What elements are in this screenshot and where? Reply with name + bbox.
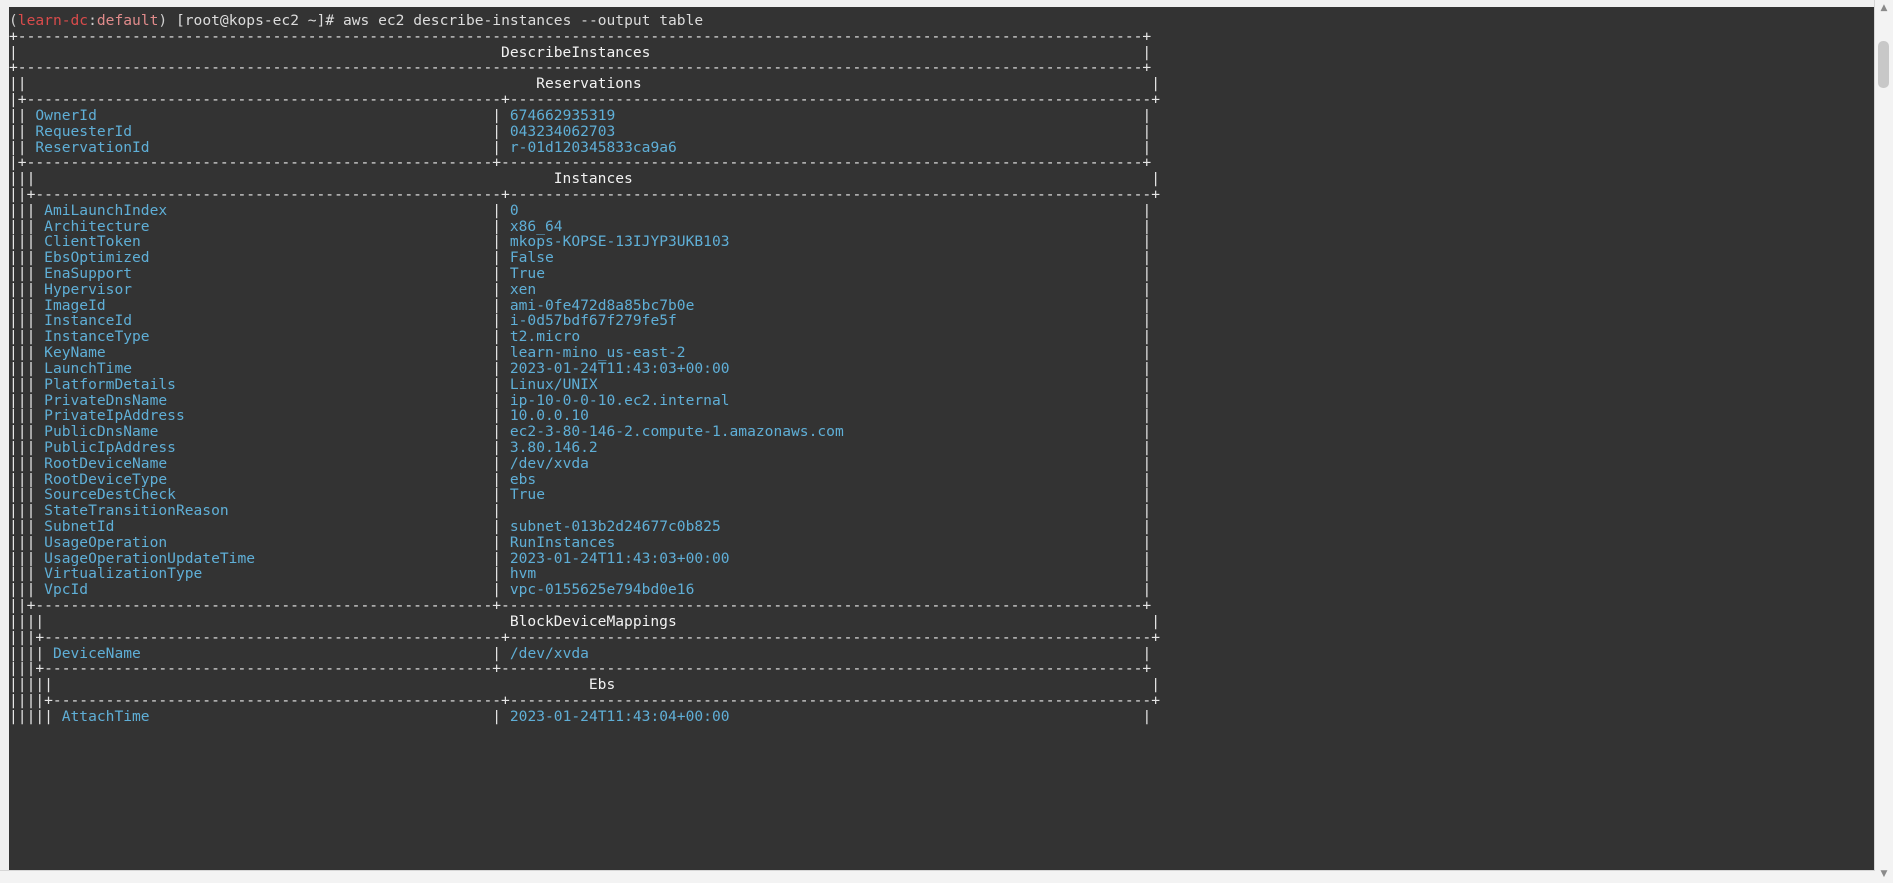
table-row: ||| ClientToken | mkops-KOPSE-13IJYP3UKB… <box>9 233 1152 251</box>
table-row: ||| ImageId | ami-0fe472d8a85bc7b0e | <box>9 296 1152 314</box>
section-divider: |||+------------------------------------… <box>9 660 1152 678</box>
table-row: ||| Hypervisor | xen | <box>9 280 1152 298</box>
section-divider: +---------------------------------------… <box>9 59 1152 77</box>
section-header-divider: ||||+-----------------------------------… <box>9 691 1160 709</box>
table-row: ||||| AttachTime | 2023-01-24T11:43:04+0… <box>9 707 1152 725</box>
section-header-ebs: ||||| Ebs | <box>9 676 1160 694</box>
table-row: ||| PrivateIpAddress | 10.0.0.10 | <box>9 407 1152 425</box>
prompt-line: (learn-dc:default) [root@kops-ec2 ~]# aw… <box>9 12 704 29</box>
table-row: ||| RootDeviceType | ebs | <box>9 470 1152 488</box>
table-row: || RequesterId | 043234062703 | <box>9 122 1152 140</box>
section-header-divider: ||+-------------------------------------… <box>9 185 1160 203</box>
table-row: ||| UsageOperationUpdateTime | 2023-01-2… <box>9 549 1152 567</box>
table-row: ||| VirtualizationType | hvm | <box>9 565 1152 583</box>
table-row: || OwnerId | 674662935319 | <box>9 106 1152 124</box>
scrollbar-track[interactable] <box>1875 17 1893 866</box>
table-top-border: +---------------------------------------… <box>9 27 1152 45</box>
section-header-reservations: || Reservations | <box>9 75 1160 93</box>
terminal-output-area[interactable]: (learn-dc:default) [root@kops-ec2 ~]# aw… <box>9 7 1875 873</box>
table-row: ||| LaunchTime | 2023-01-24T11:43:03+00:… <box>9 359 1152 377</box>
table-row: ||| PrivateDnsName | ip-10-0-0-10.ec2.in… <box>9 391 1152 409</box>
scroll-down-arrow-icon[interactable]: ▼ <box>1875 866 1893 883</box>
table-row: ||| Architecture | x86_64 | <box>9 217 1152 235</box>
table-row: ||| KeyName | learn-mino_us-east-2 | <box>9 344 1152 362</box>
table-row: ||| RootDeviceName | /dev/xvda | <box>9 454 1152 472</box>
table-row: || ReservationId | r-01d120345833ca9a6 | <box>9 138 1152 156</box>
table-row: ||| PublicDnsName | ec2-3-80-146-2.compu… <box>9 423 1152 441</box>
window-left-edge <box>0 0 9 883</box>
horizontal-scrollbar[interactable] <box>0 870 1875 883</box>
table-row: ||| InstanceType | t2.micro | <box>9 328 1152 346</box>
vertical-scrollbar[interactable]: ▲ ▼ <box>1874 0 1893 883</box>
section-header-divider: |+--------------------------------------… <box>9 91 1160 109</box>
table-row: ||| PlatformDetails | Linux/UNIX | <box>9 375 1152 393</box>
scrollbar-thumb[interactable] <box>1878 41 1889 88</box>
table-row: ||| StateTransitionReason | | <box>9 502 1152 520</box>
table-row: ||| EbsOptimized | False | <box>9 249 1152 267</box>
scroll-up-arrow-icon[interactable]: ▲ <box>1875 0 1893 17</box>
table-row: ||| AmiLaunchIndex | 0 | <box>9 201 1152 219</box>
section-header-divider: |||+------------------------------------… <box>9 628 1160 646</box>
table-row: ||| VpcId | vpc-0155625e794bd0e16 | <box>9 581 1152 599</box>
table-row: ||| InstanceId | i-0d57bdf67f279fe5f | <box>9 312 1152 330</box>
section-divider: |+--------------------------------------… <box>9 154 1152 172</box>
window-top-edge <box>0 0 1893 7</box>
table-row: ||| UsageOperation | RunInstances | <box>9 533 1152 551</box>
table-row: ||| EnaSupport | True | <box>9 265 1152 282</box>
table-row: ||| SourceDestCheck | True | <box>9 486 1152 504</box>
section-divider: ||+-------------------------------------… <box>9 597 1152 615</box>
table-row: ||| SubnetId | subnet-013b2d24677c0b825 … <box>9 518 1152 535</box>
section-header-blockdevicemappings: |||| BlockDeviceMappings | <box>9 612 1160 630</box>
table-row: |||| DeviceName | /dev/xvda | <box>9 644 1152 662</box>
terminal-screen: (learn-dc:default) [root@kops-ec2 ~]# aw… <box>9 7 1160 725</box>
table-title-row: | DescribeInstances | <box>9 43 1152 61</box>
table-row: ||| PublicIpAddress | 3.80.146.2 | <box>9 438 1152 456</box>
section-header-instances: ||| Instances | <box>9 170 1160 188</box>
